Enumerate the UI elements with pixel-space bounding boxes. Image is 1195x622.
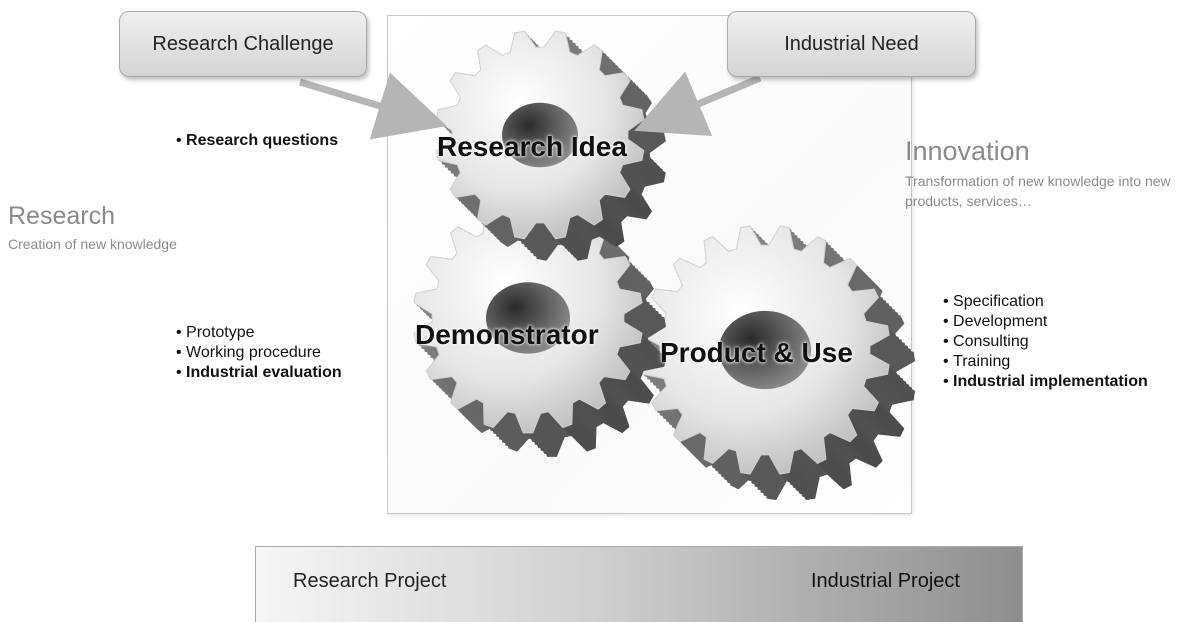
arrow-need-to-idea — [634, 71, 762, 137]
demonstrator-label: Demonstrator — [415, 319, 599, 350]
research-project-label: Research Project — [293, 570, 447, 592]
demonstrator-bullets: Prototype Working procedure Industrial e… — [176, 323, 342, 383]
gear-demonstrator — [413, 202, 666, 457]
industrial-project-label: Industrial Project — [811, 570, 960, 592]
gear-research-idea — [435, 30, 666, 261]
research-challenge-label: Research Challenge — [152, 32, 334, 55]
bullet-item: Training — [943, 352, 1148, 372]
innovation-subtitle: Transformation of new knowledge into new… — [905, 173, 1171, 209]
gear-hole — [719, 310, 811, 390]
gear-hole — [502, 102, 578, 168]
research-challenge-callout: Research Challenge — [119, 11, 367, 77]
innovation-heading: Innovation — [905, 136, 1030, 166]
bullet-item: Prototype — [176, 323, 342, 343]
research-heading: Research — [8, 202, 115, 230]
industrial-need-label: Industrial Need — [784, 32, 919, 55]
product-use-bullets: Specification Development Consulting Tra… — [943, 292, 1148, 392]
bullet-item: Consulting — [943, 332, 1148, 352]
research-idea-bullets: Research questions — [176, 131, 338, 151]
research-idea-label: Research Idea — [437, 131, 627, 162]
bullet-item: Working procedure — [176, 343, 342, 363]
bullet-item: Research questions — [176, 131, 338, 151]
bullet-item: Specification — [943, 292, 1148, 312]
product-use-label: Product & Use — [660, 337, 853, 368]
bullet-item: Industrial evaluation — [176, 363, 342, 383]
gear-product-use — [640, 225, 916, 501]
industrial-need-callout: Industrial Need — [727, 11, 976, 77]
bullet-item: Development — [943, 312, 1148, 332]
project-spectrum-bar: Research Project Industrial Project — [255, 546, 1023, 622]
research-subtitle: Creation of new knowledge — [8, 236, 177, 252]
gear-hole — [486, 282, 570, 354]
bullet-item: Industrial implementation — [943, 372, 1148, 392]
arrow-challenge-to-idea — [298, 72, 447, 140]
